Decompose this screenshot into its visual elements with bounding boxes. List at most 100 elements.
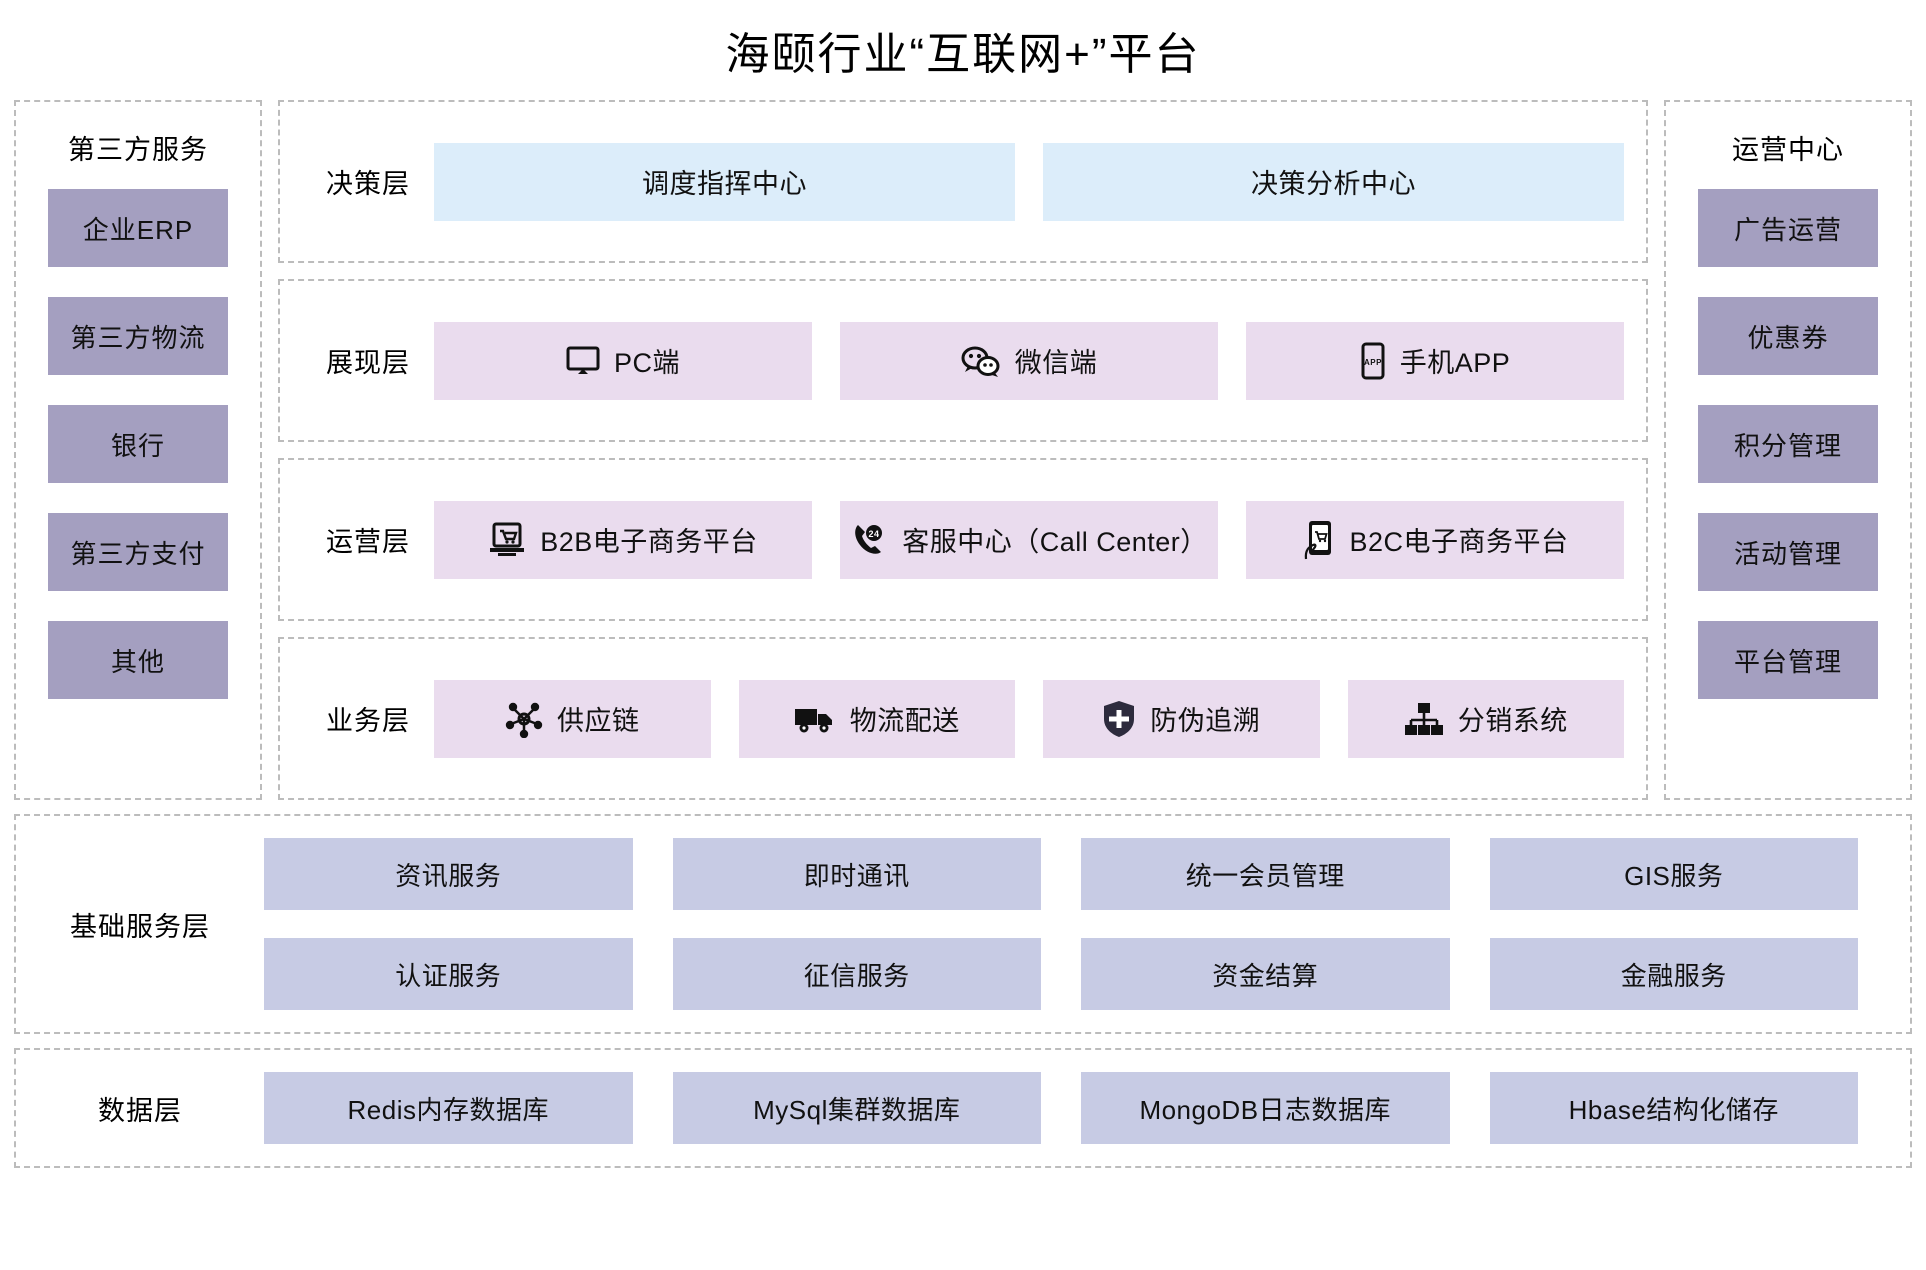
sidebar-item-other[interactable]: 其他 bbox=[48, 621, 228, 699]
data-redis[interactable]: Redis内存数据库 bbox=[264, 1072, 633, 1144]
item-anti-counterfeit-trace[interactable]: 防伪追溯 bbox=[1043, 679, 1320, 758]
item-b2b-platform[interactable]: B2B电子商务平台 bbox=[434, 500, 812, 579]
sidebar-item-label: 积分管理 bbox=[1733, 430, 1842, 461]
data-layer-grid: Redis内存数据库 MySql集群数据库 MongoDB日志数据库 Hbase… bbox=[264, 1072, 1910, 1144]
layer-items-business: 供应链 物流配送 bbox=[434, 679, 1624, 758]
title-bar: 海颐行业“互联网+”平台 bbox=[0, 0, 1926, 100]
service-instant-messaging[interactable]: 即时通讯 bbox=[672, 838, 1041, 910]
layer-label-presentation: 展现层 bbox=[326, 348, 410, 378]
item-label: 调度指挥中心 bbox=[642, 169, 807, 199]
sidebar-item-label: 第三方支付 bbox=[70, 538, 206, 569]
sidebar-item-campaign-management[interactable]: 活动管理 bbox=[1698, 513, 1878, 591]
layer-label-business: 业务层 bbox=[326, 706, 410, 736]
item-label: 防伪追溯 bbox=[1150, 706, 1261, 736]
service-authentication[interactable]: 认证服务 bbox=[264, 938, 633, 1010]
sidebar-item-label: 银行 bbox=[110, 430, 165, 461]
item-label: B2B电子商务平台 bbox=[540, 527, 758, 557]
sidebar-item-third-party-payment[interactable]: 第三方支付 bbox=[48, 513, 228, 591]
sidebar-item-third-party-logistics[interactable]: 第三方物流 bbox=[48, 297, 228, 375]
sidebar-item-label: 活动管理 bbox=[1733, 538, 1842, 569]
cell-label: GIS服务 bbox=[1624, 860, 1724, 891]
cell-label: 征信服务 bbox=[803, 960, 910, 991]
cell-label: 资讯服务 bbox=[395, 860, 502, 891]
service-gis[interactable]: GIS服务 bbox=[1489, 838, 1858, 910]
item-supply-chain[interactable]: 供应链 bbox=[434, 679, 711, 758]
sidebar-item-enterprise-erp[interactable]: 企业ERP bbox=[48, 189, 228, 267]
shield-plus-icon bbox=[1102, 700, 1136, 738]
item-label: 决策分析中心 bbox=[1251, 169, 1416, 199]
item-label: 微信端 bbox=[1014, 348, 1098, 378]
layer-decision: 决策层 调度指挥中心 决策分析中心 bbox=[278, 100, 1648, 263]
base-service-layer: 基础服务层 资讯服务 即时通讯 统一会员管理 GIS服务 认证服务 征信服务 资… bbox=[14, 814, 1912, 1034]
sidebar-item-label: 平台管理 bbox=[1733, 646, 1842, 677]
network-nodes-icon bbox=[505, 700, 543, 738]
base-service-layer-label: 基础服务层 bbox=[70, 911, 210, 942]
svg-text:24: 24 bbox=[869, 529, 880, 539]
item-decision-analysis-center[interactable]: 决策分析中心 bbox=[1043, 142, 1624, 221]
item-call-center[interactable]: 24 客服中心（Call Center） bbox=[840, 500, 1218, 579]
item-dispatch-command-center[interactable]: 调度指挥中心 bbox=[434, 142, 1015, 221]
left-sidebar-title: 第三方服务 bbox=[68, 135, 208, 165]
org-tree-icon bbox=[1404, 702, 1444, 736]
cell-label: Redis内存数据库 bbox=[347, 1094, 549, 1125]
item-pc-client[interactable]: PC端 bbox=[434, 321, 812, 400]
sidebar-item-label: 广告运营 bbox=[1733, 214, 1842, 245]
sidebar-item-bank[interactable]: 银行 bbox=[48, 405, 228, 483]
third-party-services-panel: 第三方服务 企业ERP 第三方物流 银行 第三方支付 其他 bbox=[14, 100, 262, 800]
layer-operations: 运营层 B2B电子商 bbox=[278, 458, 1648, 621]
service-news[interactable]: 资讯服务 bbox=[264, 838, 633, 910]
layer-label-operations: 运营层 bbox=[326, 527, 410, 557]
service-unified-member-management[interactable]: 统一会员管理 bbox=[1081, 838, 1450, 910]
data-mysql[interactable]: MySql集群数据库 bbox=[672, 1072, 1041, 1144]
cell-label: Hbase结构化储存 bbox=[1568, 1094, 1779, 1125]
mobile-app-icon: APP bbox=[1360, 342, 1386, 380]
sidebar-item-label: 优惠券 bbox=[1747, 322, 1829, 353]
layer-items-operations: B2B电子商务平台 24 客服中心（Call Center） bbox=[434, 500, 1624, 579]
data-hbase[interactable]: Hbase结构化储存 bbox=[1489, 1072, 1858, 1144]
data-mongodb[interactable]: MongoDB日志数据库 bbox=[1081, 1072, 1450, 1144]
item-label: 分销系统 bbox=[1457, 706, 1568, 736]
operations-center-panel: 运营中心 广告运营 优惠券 积分管理 活动管理 平台管理 bbox=[1664, 100, 1912, 800]
item-wechat-client[interactable]: 微信端 bbox=[840, 321, 1218, 400]
layer-stack: 决策层 调度指挥中心 决策分析中心 展现层 bbox=[278, 100, 1648, 800]
sidebar-item-ad-operations[interactable]: 广告运营 bbox=[1698, 189, 1878, 267]
item-logistics-delivery[interactable]: 物流配送 bbox=[738, 679, 1015, 758]
item-label: 手机APP bbox=[1399, 348, 1511, 378]
laptop-cart-icon bbox=[488, 522, 526, 558]
sidebar-item-label: 第三方物流 bbox=[70, 322, 206, 353]
truck-icon bbox=[794, 704, 836, 734]
service-credit-reporting[interactable]: 征信服务 bbox=[672, 938, 1041, 1010]
item-b2c-platform[interactable]: B2C电子商务平台 bbox=[1246, 500, 1624, 579]
right-sidebar-title: 运营中心 bbox=[1732, 135, 1844, 165]
layer-presentation: 展现层 PC端 bbox=[278, 279, 1648, 442]
wechat-icon bbox=[961, 345, 1001, 377]
upper-region: 第三方服务 企业ERP 第三方物流 银行 第三方支付 其他 决策层 bbox=[0, 100, 1926, 800]
cell-label: 资金结算 bbox=[1212, 960, 1319, 991]
sidebar-item-points-management[interactable]: 积分管理 bbox=[1698, 405, 1878, 483]
phone-24-icon: 24 bbox=[850, 521, 888, 559]
item-label: B2C电子商务平台 bbox=[1349, 527, 1569, 557]
layer-items-presentation: PC端 bbox=[434, 321, 1624, 400]
page-title: 海颐行业“互联网+”平台 bbox=[725, 30, 1201, 79]
base-service-grid: 资讯服务 即时通讯 统一会员管理 GIS服务 认证服务 征信服务 资金结算 金融… bbox=[264, 838, 1910, 1010]
sidebar-item-coupons[interactable]: 优惠券 bbox=[1698, 297, 1878, 375]
cell-label: 金融服务 bbox=[1620, 960, 1727, 991]
svg-text:APP: APP bbox=[1364, 358, 1382, 367]
item-label: PC端 bbox=[613, 348, 680, 378]
sidebar-item-label: 企业ERP bbox=[82, 214, 194, 245]
item-label: 物流配送 bbox=[849, 706, 960, 736]
item-distribution-system[interactable]: 分销系统 bbox=[1347, 679, 1624, 758]
layer-label-decision: 决策层 bbox=[326, 169, 410, 199]
item-label: 客服中心（Call Center） bbox=[902, 527, 1208, 557]
monitor-icon bbox=[566, 346, 600, 376]
sidebar-item-platform-management[interactable]: 平台管理 bbox=[1698, 621, 1878, 699]
data-layer: 数据层 Redis内存数据库 MySql集群数据库 MongoDB日志数据库 H… bbox=[14, 1048, 1912, 1168]
cell-label: 认证服务 bbox=[395, 960, 502, 991]
data-layer-label: 数据层 bbox=[98, 1095, 182, 1126]
service-fund-settlement[interactable]: 资金结算 bbox=[1081, 938, 1450, 1010]
sidebar-item-label: 其他 bbox=[110, 646, 165, 677]
service-financial[interactable]: 金融服务 bbox=[1489, 938, 1858, 1010]
layer-business: 业务层 bbox=[278, 637, 1648, 800]
item-mobile-app[interactable]: APP 手机APP bbox=[1246, 321, 1624, 400]
